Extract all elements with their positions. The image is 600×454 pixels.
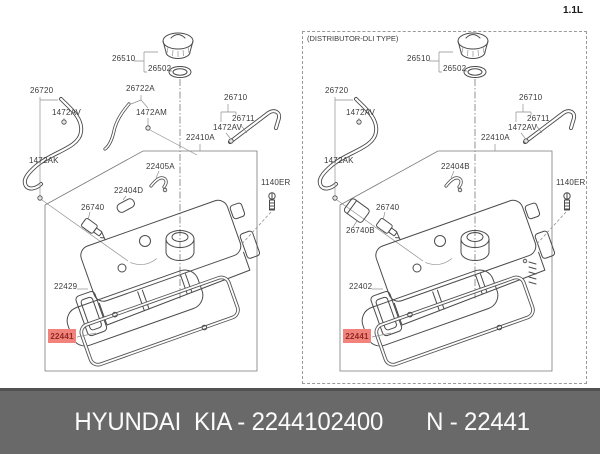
part-label-26720: 26720 [325, 86, 349, 95]
highlighted-part-22441[interactable]: 22441 [48, 329, 76, 343]
part-label-26710: 26710 [224, 93, 248, 102]
part-label-1140ER: 1140ER [556, 178, 586, 187]
engine-size-label: 1.1L [562, 5, 583, 16]
left-diagram-art [22, 31, 282, 373]
part-label-1472AV: 1472AV [213, 123, 243, 132]
footer-banner: HYUNDAI KIA - 2244102400 N - 22441 [0, 388, 600, 454]
part-label-1472AK: 1472AK [324, 156, 354, 165]
part-label-1472AV: 1472AV [346, 108, 376, 117]
part-label-26510: 26510 [112, 54, 136, 63]
footer-reference-number: N - 22441 [425, 408, 530, 436]
part-label-22410A: 22410A [186, 133, 215, 142]
distributor-dli-title: (DISTRIBUTOR-DLI TYPE) [307, 34, 399, 43]
part-label-22405A: 22405A [146, 162, 175, 171]
part-label-22404B: 22404B [441, 162, 470, 171]
right-diagram-art [317, 31, 577, 373]
part-label-26720: 26720 [30, 86, 54, 95]
part-label-26711: 26711 [232, 114, 255, 123]
part-label-1140ER: 1140ER [261, 178, 291, 187]
part-label-26722A: 26722A [126, 84, 155, 93]
part-label-1472AM: 1472AM [136, 108, 167, 117]
part-label-22429: 22429 [54, 282, 78, 291]
part-label-1472AK: 1472AK [29, 156, 59, 165]
highlighted-part-22441[interactable]: 22441 [343, 329, 371, 343]
part-label-26740B: 26740B [346, 226, 375, 235]
part-label-26740: 26740 [376, 203, 400, 212]
footer-brand-part-number: HYUNDAI KIA - 2244102400 [74, 408, 384, 436]
part-label-1472AV: 1472AV [52, 108, 82, 117]
part-label-22410A: 22410A [481, 133, 510, 142]
part-label-26502: 26502 [148, 64, 172, 73]
part-label-26710: 26710 [519, 93, 543, 102]
part-label-22402: 22402 [349, 282, 373, 291]
part-label-26740: 26740 [81, 203, 105, 212]
distributor-dli-frame: (DISTRIBUTOR-DLI TYPE) [302, 31, 587, 384]
part-label-26510: 26510 [407, 54, 431, 63]
part-label-26711: 26711 [527, 114, 550, 123]
part-label-1472AV: 1472AV [508, 123, 538, 132]
part-label-22404D: 22404D [114, 186, 144, 195]
part-label-26502: 26502 [443, 64, 467, 73]
